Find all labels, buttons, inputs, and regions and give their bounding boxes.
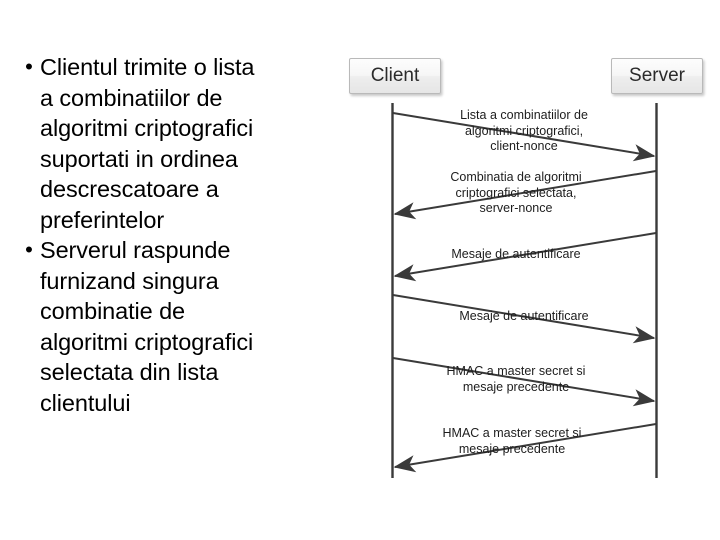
message-arrow-1	[392, 112, 656, 162]
sequence-diagram-canvas	[391, 103, 658, 478]
bullet-list: • Clientul trimite o lista a combinatiil…	[18, 52, 343, 418]
message-arrow-5	[392, 357, 656, 407]
actor-label-client: Client	[370, 65, 420, 86]
message-arrow-2	[393, 170, 657, 220]
message-arrow-6	[393, 423, 657, 473]
list-item: • Serverul raspunde furnizand singura co…	[18, 235, 343, 418]
message-arrow-4	[392, 294, 656, 344]
message-arrow-3	[393, 232, 657, 282]
bullet-text-server-responds: Serverul raspunde furnizand singura comb…	[40, 237, 254, 416]
bullet-text-client-sends-list: Clientul trimite o lista a combinatiilor…	[40, 54, 255, 233]
bullet-marker-icon: •	[25, 237, 33, 262]
actor-box-server: Server	[611, 58, 703, 94]
sequence-diagram: Client Server Lista a combinatiilor de	[344, 46, 712, 494]
list-item: • Clientul trimite o lista a combinatiil…	[18, 52, 343, 235]
bullet-marker-icon: •	[25, 54, 33, 79]
actor-box-client: Client	[349, 58, 441, 94]
actor-label-server: Server	[629, 65, 685, 86]
